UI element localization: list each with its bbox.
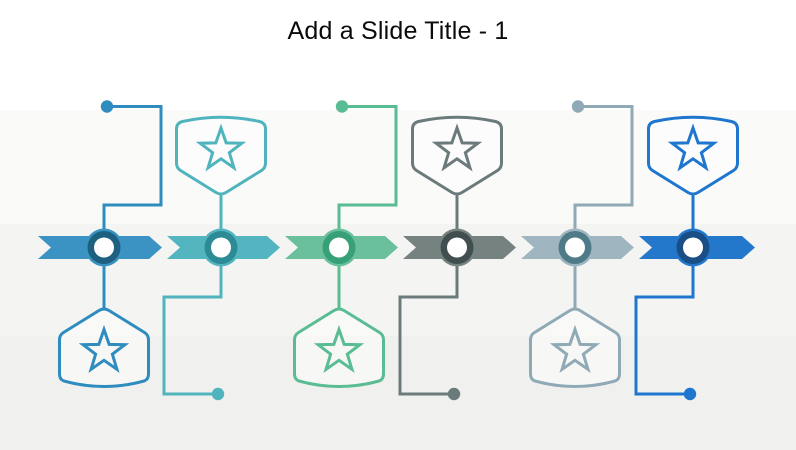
node-core: [94, 237, 114, 258]
star-icon: [78, 324, 130, 373]
star-icon: [431, 123, 483, 172]
badge-outline: [411, 115, 503, 196]
star-icon: [667, 123, 719, 172]
star-badge[interactable]: [293, 307, 385, 388]
connector-endpoint-dot: [571, 100, 585, 113]
badge-outline: [529, 307, 621, 388]
connector-line-top: [102, 105, 163, 248]
badge-outline: [58, 307, 150, 388]
star-icon: [313, 324, 365, 373]
timeline-step-4[interactable]: [398, 115, 516, 401]
star-badge[interactable]: [175, 115, 267, 196]
node-core: [683, 237, 703, 258]
timeline-step-6[interactable]: [634, 115, 755, 401]
badge-outline: [647, 115, 739, 196]
connector-endpoint-dot: [683, 387, 697, 401]
node-core: [565, 237, 585, 258]
timeline-step-5[interactable]: [521, 100, 634, 388]
connector-line-bottom: [398, 247, 459, 396]
connector-endpoint-dot: [211, 387, 225, 401]
badge-outline: [175, 115, 267, 196]
star-badge[interactable]: [411, 115, 503, 196]
star-icon: [549, 324, 601, 373]
node-core: [211, 237, 231, 258]
connector-endpoint-dot: [100, 100, 114, 113]
connector-line-top: [573, 105, 634, 248]
timeline-step-1[interactable]: [38, 100, 163, 388]
timeline-step-3[interactable]: [285, 100, 398, 388]
star-badge[interactable]: [647, 115, 739, 196]
timeline-step-2[interactable]: [162, 115, 280, 401]
node-core: [329, 237, 349, 258]
connector-line-bottom: [634, 247, 695, 396]
connector-endpoint-dot: [335, 100, 349, 113]
badge-outline: [293, 307, 385, 388]
connector-line-bottom: [162, 247, 223, 396]
star-badge[interactable]: [529, 307, 621, 388]
node-core: [447, 237, 467, 258]
star-icon: [195, 123, 247, 172]
star-badge[interactable]: [58, 307, 150, 388]
slide-title[interactable]: Add a Slide Title - 1: [287, 17, 509, 45]
connector-endpoint-dot: [447, 387, 461, 401]
connector-line-top: [337, 105, 398, 248]
